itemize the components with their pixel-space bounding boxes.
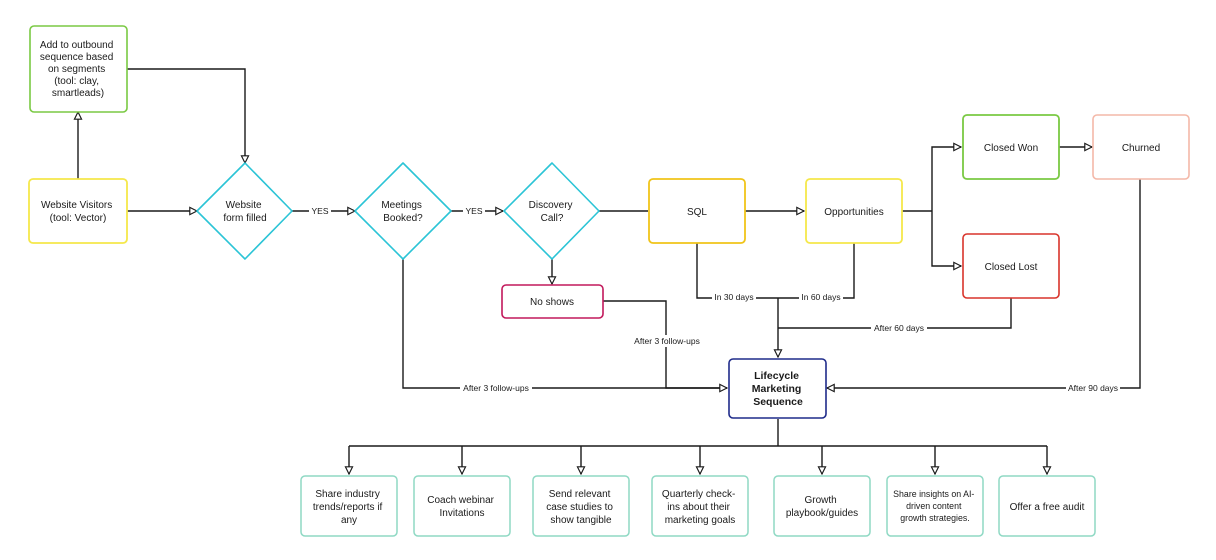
- svg-text:SQL: SQL: [687, 207, 707, 218]
- svg-text:Quarterly check- ins abo: Quarterly check- ins about their marketi…: [662, 489, 738, 526]
- edge-label-after-3-followups-meeting: After 3 follow-ups: [463, 383, 529, 393]
- edge-meetings-to-lifecycle: [402, 258, 727, 388]
- svg-text:Share insights on AI- dr: Share insights on AI- driven content gro…: [893, 489, 977, 523]
- node-action-case-studies[interactable]: Send relevant case studies to show tangi…: [532, 475, 630, 537]
- node-sql[interactable]: SQL: [648, 178, 746, 244]
- edge-outbound-to-form: [127, 68, 245, 163]
- svg-text:Growth playbook/guides: Growth playbook/guides: [786, 495, 858, 519]
- node-churned[interactable]: Churned: [1092, 114, 1190, 180]
- edge-sql-to-lifecycle: [696, 243, 778, 299]
- node-action-quarterly-checkins[interactable]: Quarterly check- ins about their marketi…: [651, 475, 749, 537]
- svg-text:Share industry trends/re: Share industry trends/reports if any: [313, 489, 385, 526]
- edge-label-after-60-days: After 60 days: [874, 323, 924, 333]
- edge-label-after-90-days: After 90 days: [1068, 383, 1118, 393]
- edge-label-yes-1: YES: [311, 206, 328, 216]
- node-closed-lost[interactable]: Closed Lost: [962, 233, 1060, 299]
- node-action-ai-insights[interactable]: Share insights on AI- driven content gro…: [886, 475, 984, 537]
- svg-text:Website form filled: Website form filled: [223, 200, 266, 224]
- node-action-share-industry-trends[interactable]: Share industry trends/reports if any: [300, 475, 398, 537]
- svg-text:Coach webinar Invitation: Coach webinar Invitations: [427, 495, 497, 519]
- edge-label-in-60-days: In 60 days: [801, 292, 840, 302]
- svg-text:Meetings Booked?: Meetings Booked?: [381, 200, 424, 224]
- svg-text:Website Visitors (tool:: Website Visitors (tool: Vector): [41, 200, 115, 224]
- node-meetings-booked[interactable]: Meetings Booked?: [354, 162, 452, 260]
- node-website-visitors[interactable]: Website Visitors (tool: Vector): [28, 178, 128, 244]
- svg-text:Closed Won: Closed Won: [984, 143, 1038, 154]
- edge-lifecycle-fanout: [349, 419, 1047, 447]
- node-outbound[interactable]: Add to outbound sequence based on segmen…: [29, 25, 128, 113]
- node-website-form-filled[interactable]: Website form filled: [196, 162, 293, 260]
- svg-text:Churned: Churned: [1122, 143, 1160, 154]
- edge-churned-to-lifecycle: [827, 179, 1141, 388]
- edge-opportunities-to-closed-lost: [931, 211, 961, 266]
- edge-label-after-3-followups-noshow: After 3 follow-ups: [634, 336, 700, 346]
- svg-text:No shows: No shows: [530, 297, 574, 308]
- svg-text:Closed Lost: Closed Lost: [985, 262, 1038, 273]
- svg-text:Opportunities: Opportunities: [824, 207, 883, 218]
- edge-label-in-30-days: In 30 days: [714, 292, 753, 302]
- node-action-coach-webinar[interactable]: Coach webinar Invitations: [413, 475, 511, 537]
- node-action-free-audit[interactable]: Offer a free audit: [998, 475, 1096, 537]
- node-action-growth-playbook[interactable]: Growth playbook/guides: [773, 475, 871, 537]
- edge-label-yes-2: YES: [465, 206, 482, 216]
- node-closed-won[interactable]: Closed Won: [962, 114, 1060, 180]
- svg-text:Lifecycle Marketing: Lifecycle Marketing Sequence: [752, 370, 805, 408]
- svg-text:Offer a free audit: Offer a free audit: [1010, 502, 1085, 513]
- edge-opportunities-to-lifecycle: [778, 243, 855, 299]
- node-discovery-call[interactable]: Discovery Call?: [503, 162, 600, 260]
- node-opportunities[interactable]: Opportunities: [805, 178, 903, 244]
- node-no-shows[interactable]: No shows: [501, 284, 604, 319]
- edge-labels: YES YES In 30 days In 60 days After 60 d…: [309, 205, 1120, 394]
- node-lifecycle-marketing-sequence[interactable]: Lifecycle Marketing Sequence: [728, 358, 827, 419]
- svg-text:Discovery Call?: Discovery Call?: [529, 200, 576, 224]
- edge-opportunities-to-closed-won: [931, 147, 961, 211]
- svg-text:Add to outbound sequence: Add to outbound sequence based on segmen…: [40, 40, 116, 99]
- svg-text:Send relevant case studi: Send relevant case studies to show tangi…: [546, 489, 616, 526]
- edge-closed-lost-to-lifecycle: [778, 298, 1012, 329]
